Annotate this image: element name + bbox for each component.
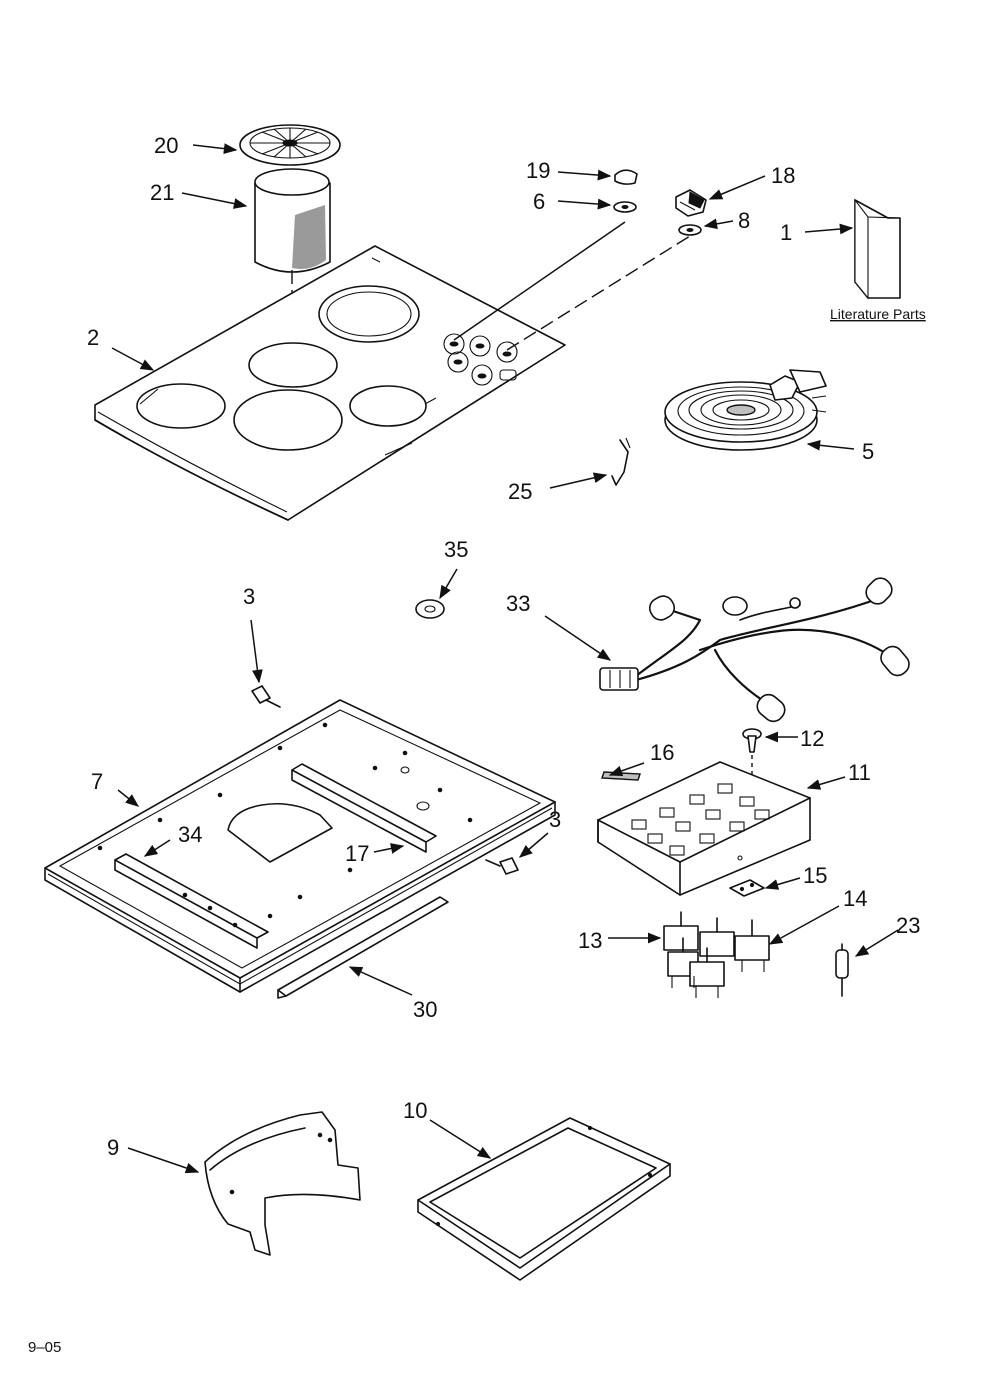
callout-20: 20 [154, 133, 178, 158]
callout-8: 8 [738, 208, 750, 233]
part-15-bracket [729, 879, 765, 897]
part-10-tray [417, 1117, 671, 1281]
part-13-14-switches [663, 911, 770, 998]
part-20-grille [239, 124, 341, 166]
page-number: 9–05 [28, 1339, 61, 1356]
callout-21: 21 [150, 180, 174, 205]
callout-17: 17 [345, 841, 369, 866]
leader-lines [111, 143, 899, 1174]
callout-16: 16 [650, 740, 674, 765]
part-30-trim [277, 896, 449, 999]
part-12-screw [742, 728, 762, 800]
callout-1: 1 [780, 220, 792, 245]
part-19-knob-cap [614, 169, 638, 185]
part-9-curved-panel [204, 1111, 361, 1256]
part-7-base-pan [44, 699, 556, 993]
callout-33: 33 [506, 591, 530, 616]
part-21-filter-canister [254, 168, 331, 385]
callout-9: 9 [107, 1135, 119, 1160]
part-2-cooktop [94, 221, 691, 521]
part-5-heating-element [664, 369, 827, 451]
part-25-clip [611, 437, 631, 486]
callout-3-right: 3 [549, 807, 561, 832]
part-18-knob [675, 189, 707, 217]
callout-35: 35 [444, 537, 468, 562]
callout-23: 23 [896, 913, 920, 938]
part-16-label [601, 771, 641, 781]
callout-6: 6 [533, 189, 545, 214]
part-33-wire-harness [599, 577, 910, 723]
callout-18: 18 [771, 163, 795, 188]
literature-parts-label: Literature Parts [830, 306, 926, 322]
callout-12: 12 [800, 726, 824, 751]
callout-11: 11 [848, 760, 871, 785]
part-23-fuse [835, 943, 849, 997]
callout-5: 5 [862, 439, 874, 464]
callout-30: 30 [413, 997, 437, 1022]
part-11-control-box [597, 761, 811, 896]
callout-15: 15 [803, 863, 827, 888]
callout-3-top: 3 [243, 584, 255, 609]
callout-19: 19 [526, 158, 550, 183]
callout-25: 25 [508, 479, 532, 504]
callout-7: 7 [91, 769, 103, 794]
part-1-literature [854, 198, 901, 300]
part-8-washer [678, 224, 702, 236]
callout-10: 10 [403, 1098, 427, 1123]
part-6-washer [613, 201, 637, 213]
callout-34: 34 [178, 822, 202, 847]
part-3-screw-right [485, 857, 519, 875]
part-3-screw-top [251, 685, 281, 708]
callout-2: 2 [87, 325, 99, 350]
callout-13: 13 [578, 928, 602, 953]
callout-14: 14 [843, 886, 867, 911]
callout-labels: 20 21 19 6 18 8 1 Literature Parts 2 5 2… [28, 133, 926, 1356]
part-35-grommet [415, 599, 445, 619]
